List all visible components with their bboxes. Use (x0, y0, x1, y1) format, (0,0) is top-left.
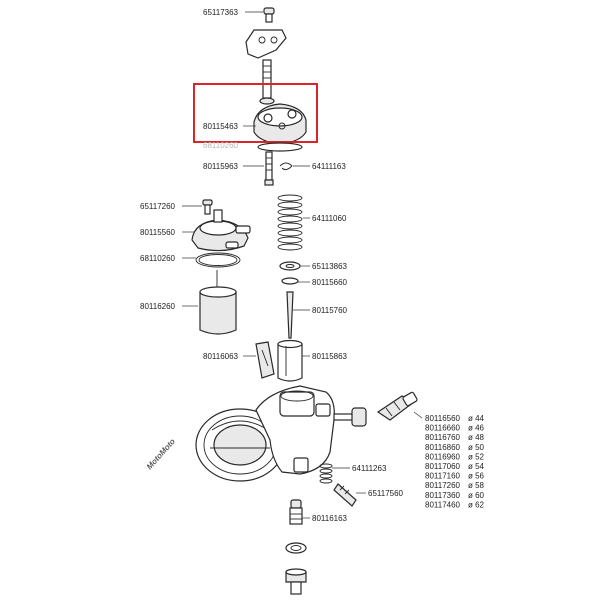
label-80115863: 80115863 (312, 352, 348, 361)
label-68110260: 68110260 (140, 254, 176, 263)
label-80115760: 80115760 (312, 306, 348, 315)
part-needle (286, 291, 294, 339)
jet-code: 80116760 (425, 433, 461, 442)
label-80115463: 80115463 (203, 122, 239, 131)
part-mixture-screw (333, 483, 357, 507)
label-80116163: 80116163 (312, 514, 348, 523)
label-64111263: 64111263 (352, 464, 387, 473)
part-small-screw (202, 199, 213, 215)
part-carburetor-body (195, 385, 335, 482)
part-washer (279, 261, 301, 271)
part-needle-retainer (281, 277, 299, 285)
jet-code: 80116660 (425, 424, 461, 433)
part-small-spring (319, 463, 333, 484)
label-64111163: 64111163 (312, 162, 346, 171)
jet-size: ø 56 (468, 472, 485, 481)
part-adjust-screw (264, 151, 274, 186)
part-jet-holder (289, 499, 303, 525)
jet-size: ø 46 (468, 424, 485, 433)
jet-size: ø 44 (468, 414, 485, 423)
label-80115660: 80115660 (312, 278, 348, 287)
jet-code: 80117260 (425, 481, 461, 490)
part-idle-screw (333, 407, 367, 427)
label-80116063: 80116063 (203, 352, 239, 361)
jet-code: 80117360 (425, 491, 461, 500)
label-65117260: 65117260 (140, 202, 176, 211)
jet-size: ø 60 (468, 491, 485, 500)
jet-code: 80117160 (425, 472, 461, 481)
label-68110260-partial: 68110260 (203, 141, 239, 150)
part-slide-guide (255, 341, 275, 379)
part-float-cover (191, 209, 251, 252)
part-bottom-washer (285, 542, 307, 554)
part-float (199, 270, 237, 335)
jet-code: 80117060 (425, 462, 461, 471)
part-float-gasket (195, 252, 241, 268)
part-throttle-slide (277, 339, 303, 382)
watermark-text: MotoMoto (145, 437, 177, 471)
part-long-bolt (259, 59, 275, 105)
label-80115963: 80115963 (203, 162, 239, 171)
jet-code: 80116560 (425, 414, 461, 423)
part-clip (279, 162, 293, 171)
part-bracket-plate (245, 29, 287, 59)
label-64111060: 64111060 (312, 214, 347, 223)
jet-size-table: 80116560 ø 44 80116660 ø 46 80116760 ø 48 8011… (425, 414, 485, 509)
label-65117363: 65117363 (203, 8, 239, 17)
part-spring (277, 194, 303, 251)
part-main-jet (376, 391, 418, 421)
jet-size: ø 50 (468, 443, 485, 452)
watermark: MotoMoto (145, 437, 177, 471)
part-top-screw (263, 7, 275, 23)
jet-size: ø 54 (468, 462, 485, 471)
label-65117560: 65117560 (368, 489, 404, 498)
label-65113863: 65113863 (312, 262, 348, 271)
jet-size: ø 48 (468, 433, 485, 442)
highlight-box (193, 83, 318, 143)
jet-size: ø 58 (468, 481, 485, 490)
jet-code: 80116960 (425, 452, 461, 461)
jet-size: ø 52 (468, 452, 485, 461)
jet-size: ø 62 (468, 500, 485, 509)
jet-code: 80116860 (425, 443, 461, 452)
part-carburetor-cap (253, 103, 307, 145)
label-80116260: 80116260 (140, 302, 176, 311)
jet-code: 80117460 (425, 500, 461, 509)
part-drain-plug (285, 568, 307, 595)
part-cap-gasket (257, 142, 303, 152)
label-80115560: 80115560 (140, 228, 176, 237)
